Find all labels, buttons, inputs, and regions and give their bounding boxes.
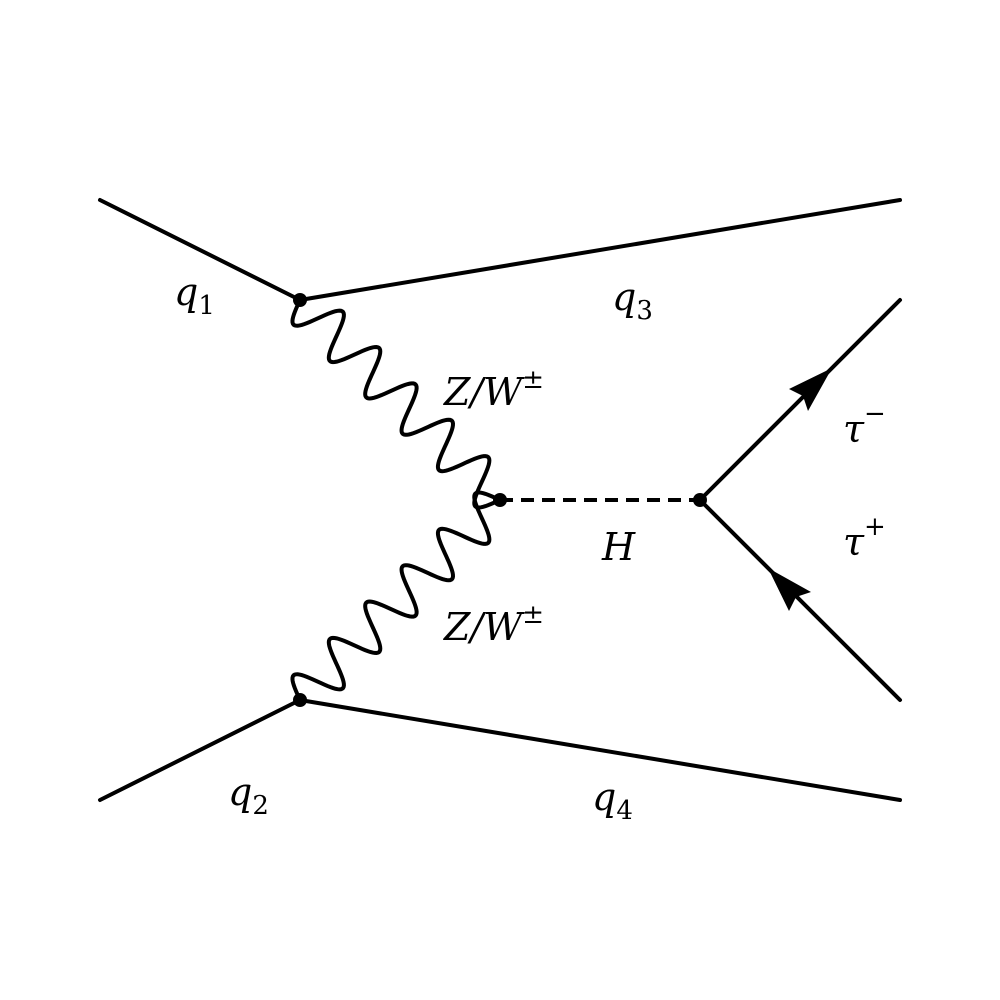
label-q1: q1	[174, 270, 215, 321]
vertex-lower-quark	[293, 693, 307, 707]
label-higgs: H	[601, 525, 636, 569]
boson-propagator-upper	[290, 298, 502, 510]
quark-line-q1-incoming	[98, 198, 302, 302]
boson-propagator-lower	[290, 490, 502, 702]
vertex-upper-quark	[293, 293, 307, 307]
label-tau-plus: τ+	[843, 512, 886, 564]
label-boson-lower: Z/W±	[443, 600, 544, 649]
tau-plus-line	[698, 498, 902, 702]
quark-line-q2-incoming	[98, 698, 302, 802]
label-q3: q3	[612, 275, 653, 326]
label-tau-minus: τ−	[843, 399, 886, 451]
label-boson-upper: Z/W±	[443, 365, 544, 414]
label-q4: q4	[592, 775, 633, 826]
quark-line-q3-outgoing	[298, 198, 902, 302]
tau-minus-line	[698, 298, 902, 502]
label-q2: q2	[228, 770, 269, 821]
tau-plus-arrow-icon	[768, 568, 811, 611]
vertex-vbf-higgs	[493, 493, 507, 507]
tau-minus-arrow-icon	[789, 368, 832, 411]
quark-line-q4-outgoing	[298, 698, 902, 802]
vertex-higgs-decay	[693, 493, 707, 507]
